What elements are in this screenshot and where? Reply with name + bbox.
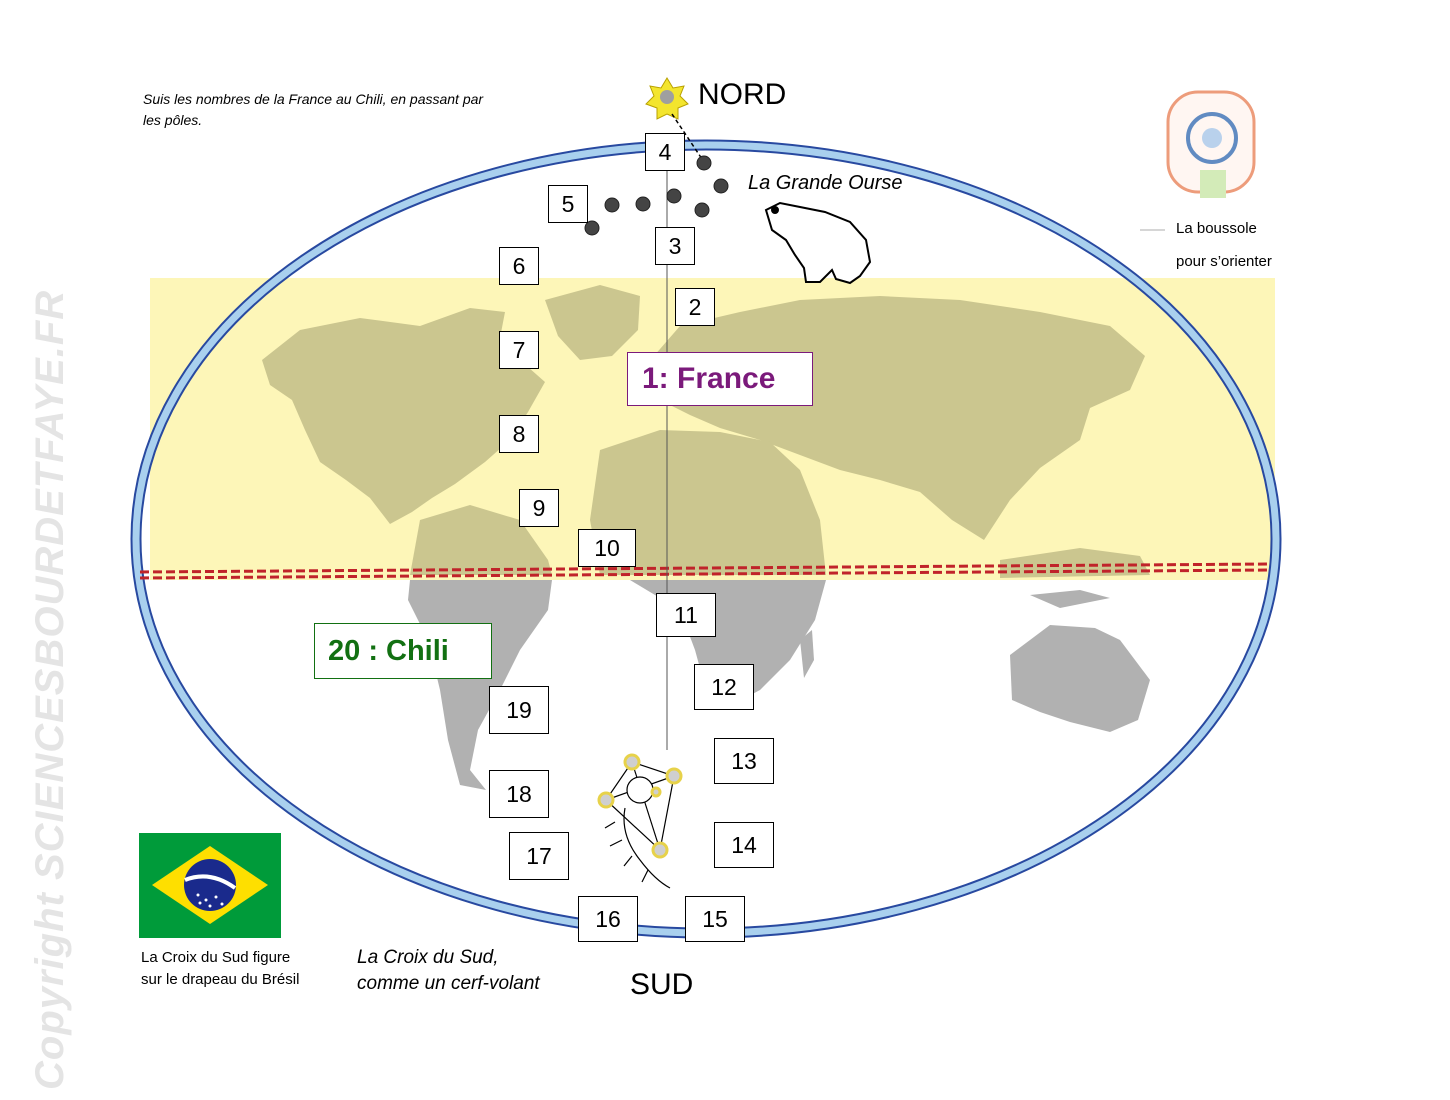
- route-box-18: 18: [489, 770, 549, 818]
- instruction-text: Suis les nombres de la France au Chili, …: [143, 91, 484, 128]
- route-box-15: 15: [685, 896, 745, 942]
- route-box-6: 6: [499, 247, 539, 285]
- route-box-10: 10: [578, 529, 636, 567]
- compass-caption-line-1: La boussole: [1176, 220, 1257, 237]
- copyright-watermark: Copyright SCIENCESBOURDETFAYE.FR: [28, 289, 72, 1090]
- route-box-14: 14: [714, 822, 774, 868]
- southern-cross-kite-icon: [604, 761, 675, 889]
- compass-caption-line-2: pour s’orienter: [1176, 253, 1272, 270]
- big-dipper-stars: [584, 155, 729, 236]
- greenland: [545, 285, 640, 360]
- flag-caption-line-1: La Croix du Sud figure: [141, 949, 291, 966]
- route-box-7: 7: [499, 331, 539, 369]
- route-box-5: 5: [548, 185, 588, 223]
- south-america-north: [410, 505, 552, 575]
- route-box-9: 9: [519, 489, 559, 527]
- north-star-icon: [645, 77, 689, 120]
- africa-south: [630, 580, 826, 706]
- route-box-8: 8: [499, 415, 539, 453]
- route-box-2: 2: [675, 288, 715, 326]
- kite-caption: La Croix du Sud, comme un cerf-volant: [357, 945, 540, 997]
- north-label: NORD: [698, 78, 787, 111]
- route-box-16: 16: [578, 896, 638, 942]
- route-box-11: 11: [656, 593, 716, 637]
- end-label-chili: 20 : Chili: [314, 623, 492, 679]
- southern-cross-stars: [597, 753, 683, 859]
- compass-caption: La boussole pour s’orienter: [1176, 212, 1272, 278]
- south-america-south: [408, 580, 552, 790]
- equator-line: [139, 562, 1271, 574]
- route-box-4: 4: [645, 133, 685, 171]
- route-box-17: 17: [509, 832, 569, 880]
- route-box-12: 12: [694, 664, 754, 710]
- madagascar: [800, 630, 814, 678]
- north-america: [262, 308, 545, 524]
- flag-caption: La Croix du Sud figure sur le drapeau du…: [141, 947, 341, 991]
- brazil-flag-icon: [139, 833, 281, 938]
- kite-caption-line-1: La Croix du Sud,: [357, 947, 499, 968]
- southeast-asia-islands: [1030, 590, 1110, 608]
- flag-caption-line-2: sur le drapeau du Brésil: [141, 971, 300, 988]
- big-dipper-label: La Grande Ourse: [748, 172, 903, 194]
- africa-north: [590, 430, 826, 575]
- route-box-13: 13: [714, 738, 774, 784]
- polar-bear-icon: [764, 201, 872, 285]
- kite-caption-line-2: comme un cerf-volant: [357, 973, 540, 994]
- start-label-france: 1: France: [627, 352, 813, 406]
- compass-icon: [1140, 90, 1256, 231]
- south-label: SUD: [630, 968, 694, 1001]
- route-box-19: 19: [489, 686, 549, 734]
- route-box-3: 3: [655, 227, 695, 265]
- australia: [1010, 625, 1150, 732]
